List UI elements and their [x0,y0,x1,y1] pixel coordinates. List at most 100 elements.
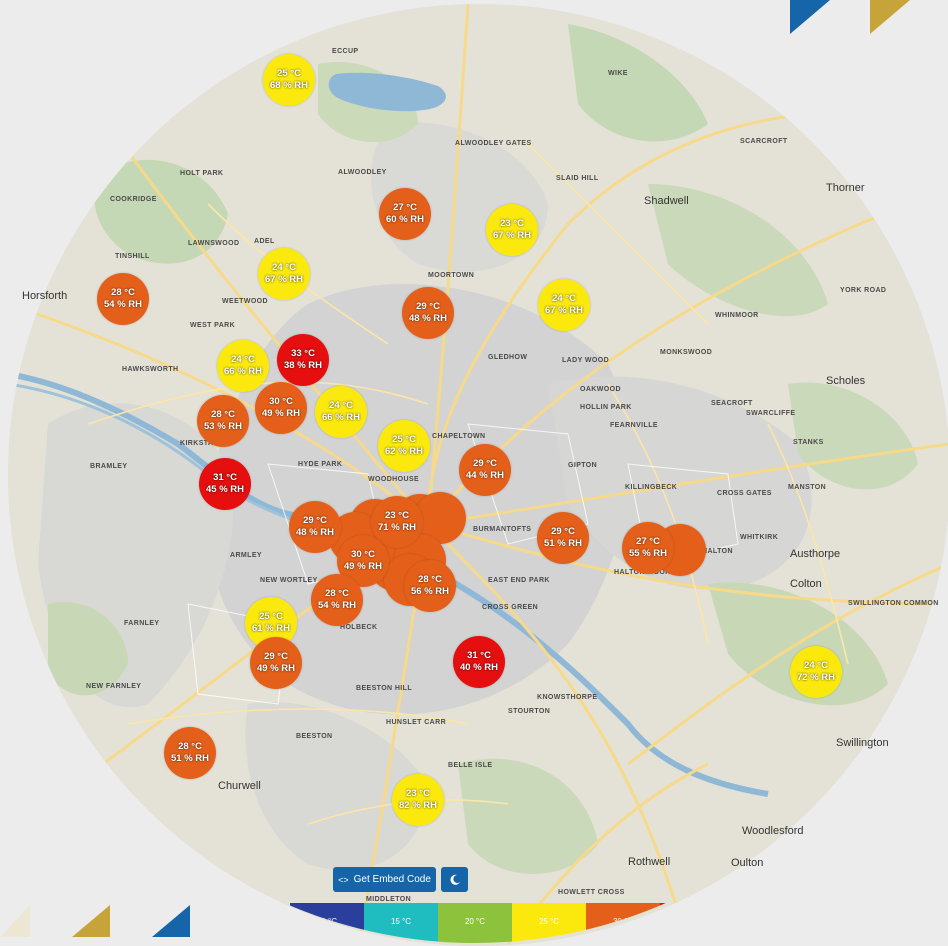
place-label: ALWOODLEY [338,169,387,176]
place-label: LADY WOOD [562,357,610,364]
get-embed-code-label: Get Embed Code [353,874,431,885]
place-label: MANSTON [788,484,827,491]
place-label: CHAPELTOWN [432,433,486,440]
place-label: York Road [840,287,887,294]
place-label: WEETWOOD [222,298,268,305]
place-label: STANKS [793,439,824,446]
humidity-reading: 66 % RH [223,366,262,377]
place-label: OAKWOOD [580,386,621,393]
temperature-reading: 29 °C [264,651,288,662]
temperature-reading: 23 °C [500,218,524,229]
humidity-reading: 48 % RH [408,313,447,324]
humidity-reading: 49 % RH [261,408,300,419]
place-label: BEESTON [296,733,333,740]
place-label: Horsforth [22,290,68,302]
temperature-reading: 31 °C [213,472,237,483]
temperature-reading: 24 °C [804,660,828,671]
place-label: WEST PARK [190,322,236,329]
theme-toggle-button[interactable] [441,867,468,892]
place-label: NEW FARNLEY [86,683,142,690]
place-label: HOWLETT CROSS [558,889,625,896]
place-label: MOORTOWN [428,272,475,279]
code-icon: <> [338,874,349,885]
humidity-reading: 68 % RH [269,80,308,91]
place-label: Scholes [826,375,866,387]
temperature-reading: 31 °C [467,650,491,661]
place-label: HAWKSWORTH [122,366,179,373]
temperature-reading: 29 °C [416,301,440,312]
place-label: WOODHOUSE [368,476,420,483]
temperature-reading: 29 °C [551,526,575,537]
place-label: CROSS GREEN [482,604,539,611]
place-label: SCARCROFT [740,138,788,145]
place-label: CROSS GATES [717,490,772,497]
legend-segment: 20 °C [438,903,512,943]
humidity-reading: 45 % RH [205,484,244,495]
humidity-reading: 54 % RH [103,299,142,310]
humidity-reading: 51 % RH [543,538,582,549]
temperature-reading: 23 °C [406,788,430,799]
humidity-reading: 38 % RH [283,360,322,371]
place-label: Rothwell [628,856,671,868]
temperature-reading: 24 °C [231,354,255,365]
humidity-reading: 54 % RH [317,600,356,611]
humidity-reading: 55 % RH [628,548,667,559]
place-label: NEW WORTLEY [260,577,318,584]
place-label: WHITKIRK [740,534,779,541]
humidity-reading: 82 % RH [398,800,437,811]
place-label: BURMANTOFTS [473,526,532,533]
temperature-reading: 28 °C [211,409,235,420]
humidity-reading: 51 % RH [170,753,209,764]
place-label: ALWOODLEY GATES [455,140,532,147]
place-label: BRAMLEY [90,463,128,470]
temperature-reading: 27 °C [393,202,417,213]
place-label: LAWNSWOOD [188,240,240,247]
humidity-reading: 72 % RH [796,672,835,683]
humidity-reading: 44 % RH [465,470,504,481]
place-label: BELLE ISLE [448,762,493,769]
place-label: WHINMOOR [715,312,759,319]
place-label: ECCUP [332,48,359,55]
temperature-reading: 28 °C [178,741,202,752]
humidity-reading: 53 % RH [203,421,242,432]
moon-icon [450,874,460,885]
place-label: TINSHILL [115,253,150,260]
place-label: HOLBECK [340,624,378,631]
place-label: KILLINGBECK [625,484,678,491]
temperature-reading: 27 °C [636,536,660,547]
humidity-reading: 67 % RH [492,230,531,241]
place-label: HYDE PARK [298,461,343,468]
humidity-reading: 49 % RH [343,561,382,572]
temperature-reading: 33 °C [291,348,315,359]
place-label: BEESTON HILL [356,685,413,692]
temperature-reading: 24 °C [329,400,353,411]
get-embed-code-button[interactable]: <> Get Embed Code [333,867,436,892]
legend-label: 25 °C [538,917,560,926]
